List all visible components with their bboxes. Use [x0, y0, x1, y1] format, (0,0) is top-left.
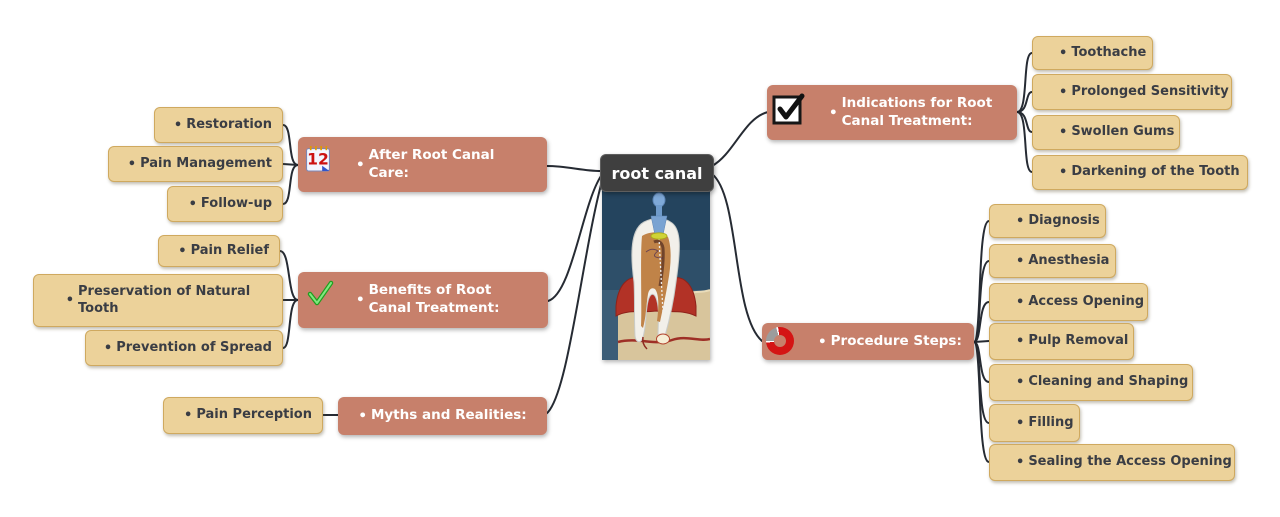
- topic-label: Procedure Steps:: [830, 332, 962, 349]
- bullet: •: [173, 117, 183, 133]
- connector: [973, 260, 990, 343]
- bullet: •: [127, 156, 137, 172]
- calendar-12-icon: 12: [306, 146, 330, 172]
- bullet: •: [1016, 375, 1025, 390]
- node-follow-up[interactable]: • Follow-up: [167, 186, 283, 222]
- bullet: •: [1059, 125, 1068, 140]
- central-topic-label: root canal: [611, 163, 703, 183]
- donut-chart-icon: [766, 327, 794, 355]
- bullet: •: [184, 408, 193, 423]
- node-pain-relief[interactable]: • Pain Relief: [158, 235, 280, 267]
- bullet: •: [1016, 455, 1025, 470]
- bullet: •: [818, 333, 827, 350]
- node-label: Cleaning and Shaping: [1028, 374, 1189, 390]
- node-label: Access Opening: [1028, 293, 1145, 309]
- node-pain-management[interactable]: • Pain Management: [108, 146, 283, 182]
- node-diagnosis[interactable]: • Diagnosis: [989, 204, 1106, 238]
- node-sealing-the-access-opening[interactable]: • Sealing the Access Opening: [989, 444, 1235, 481]
- node-label: Preservation of Natural Tooth: [78, 283, 251, 316]
- central-topic[interactable]: root canal: [600, 154, 714, 192]
- node-label: Toothache: [1071, 44, 1147, 60]
- bullet: •: [829, 104, 838, 121]
- connector: [546, 165, 602, 172]
- topic-after-root-canal-care[interactable]: 12 • After Root Canal Care:: [298, 137, 547, 192]
- node-label: Restoration: [186, 116, 272, 132]
- bullet: •: [1016, 253, 1025, 269]
- node-label: Pain Management: [140, 155, 272, 171]
- bullet: •: [1016, 213, 1025, 229]
- node-swollen-gums[interactable]: • Swollen Gums: [1032, 115, 1180, 150]
- bullet: •: [1016, 294, 1025, 310]
- node-label: Follow-up: [200, 195, 272, 211]
- bullet: •: [1059, 84, 1068, 100]
- node-label: Darkening of the Tooth: [1071, 164, 1240, 180]
- bullet: •: [1059, 165, 1068, 180]
- topic-benefits[interactable]: • Benefits of Root Canal Treatment:: [298, 272, 548, 328]
- connector: [279, 250, 299, 301]
- bullet: •: [103, 340, 113, 356]
- connector: [973, 341, 990, 424]
- node-preservation-of-natural-tooth[interactable]: • Preservation of Natural Tooth: [33, 274, 283, 327]
- connector: [282, 164, 299, 205]
- bullet: •: [188, 196, 197, 212]
- bullet: •: [1016, 415, 1025, 431]
- connector: [973, 340, 990, 343]
- svg-text:12: 12: [307, 151, 329, 169]
- node-restoration[interactable]: • Restoration: [154, 107, 283, 143]
- node-toothache[interactable]: • Toothache: [1032, 36, 1153, 70]
- connector: [973, 301, 990, 343]
- connector: [711, 173, 763, 342]
- node-label: Swollen Gums: [1071, 124, 1175, 140]
- tooth-illustration-image[interactable]: [602, 190, 710, 360]
- connector: [545, 180, 603, 415]
- node-access-opening[interactable]: • Access Opening: [989, 283, 1148, 321]
- connector: [282, 299, 299, 349]
- connector: [1016, 52, 1033, 113]
- connector: [282, 124, 299, 166]
- topic-label: Indications for Root Canal Treatment:: [841, 94, 993, 129]
- topic-indications[interactable]: • Indications for Root Canal Treatment:: [767, 85, 1017, 140]
- node-anesthesia[interactable]: • Anesthesia: [989, 244, 1116, 278]
- topic-procedure-steps[interactable]: • Procedure Steps:: [762, 323, 974, 360]
- node-prevention-of-spread[interactable]: • Prevention of Spread: [85, 330, 283, 366]
- node-label: Pulp Removal: [1028, 333, 1129, 349]
- topic-label: After Root Canal Care:: [368, 146, 495, 181]
- node-pulp-removal[interactable]: • Pulp Removal: [989, 323, 1134, 360]
- bullet: •: [356, 292, 365, 308]
- topic-label: Benefits of Root Canal Treatment:: [368, 282, 500, 316]
- bullet: •: [358, 408, 367, 424]
- node-label: Filling: [1028, 414, 1074, 430]
- topic-myths-and-realities[interactable]: • Myths and Realities:: [338, 397, 547, 435]
- node-label: Pain Perception: [196, 407, 312, 423]
- bullet: •: [178, 243, 187, 259]
- bullet: •: [356, 156, 365, 173]
- node-label: Sealing the Access Opening: [1028, 454, 1232, 470]
- bullet: •: [1016, 334, 1025, 349]
- node-label: Prolonged Sensitivity: [1071, 83, 1229, 99]
- connector: [711, 111, 769, 167]
- checkbox-checked-icon: [772, 93, 805, 125]
- connector: [973, 341, 990, 463]
- connector: [1016, 111, 1033, 173]
- node-pain-perception[interactable]: • Pain Perception: [163, 397, 323, 434]
- node-darkening-of-the-tooth[interactable]: • Darkening of the Tooth: [1032, 155, 1248, 190]
- node-label: Anesthesia: [1028, 252, 1110, 268]
- bullet: •: [1059, 45, 1068, 61]
- connector: [547, 175, 602, 302]
- node-label: Prevention of Spread: [116, 339, 272, 355]
- node-cleaning-and-shaping[interactable]: • Cleaning and Shaping: [989, 364, 1193, 401]
- bullet: •: [65, 293, 74, 308]
- green-check-icon: [307, 280, 334, 306]
- topic-label: Myths and Realities:: [370, 407, 527, 424]
- node-label: Diagnosis: [1028, 212, 1100, 228]
- node-label: Pain Relief: [190, 242, 269, 258]
- node-prolonged-sensitivity[interactable]: • Prolonged Sensitivity: [1032, 74, 1232, 110]
- node-filling[interactable]: • Filling: [989, 404, 1080, 442]
